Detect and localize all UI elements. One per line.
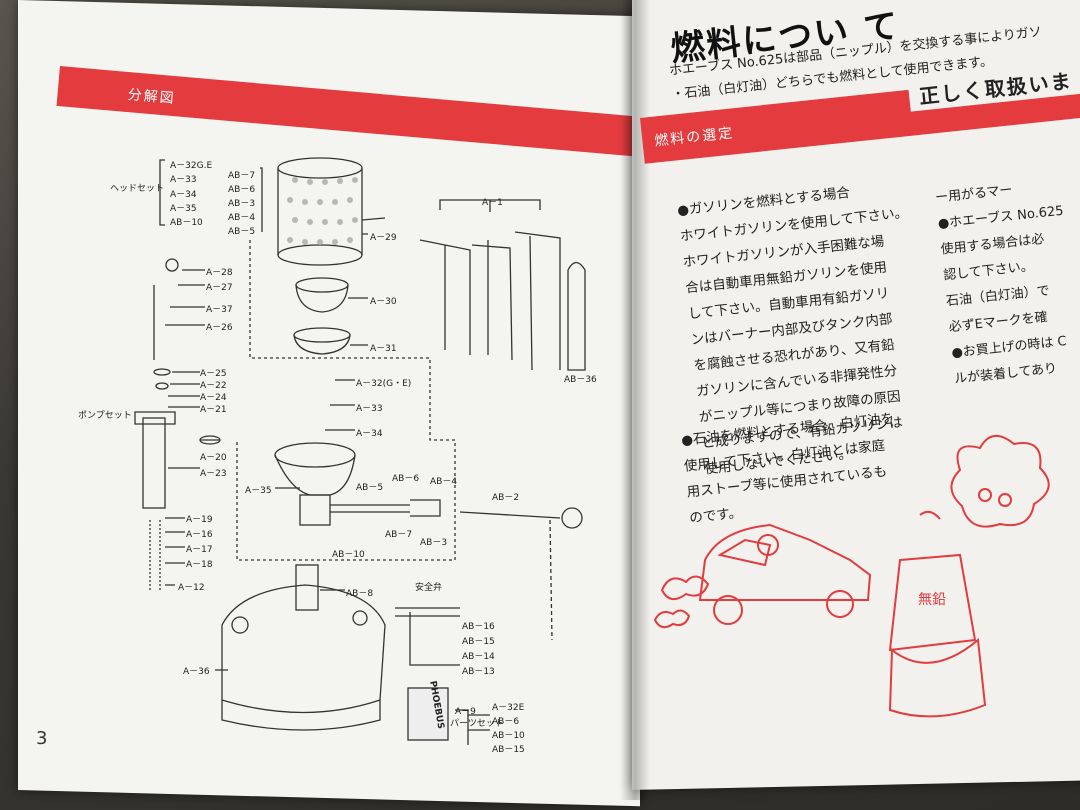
- part-a37: A－37: [206, 305, 233, 315]
- part-a32ge-nozzle: A－32(G・E): [356, 379, 412, 389]
- part-a27: A－27: [206, 283, 233, 293]
- part-a34: A－34: [170, 190, 197, 200]
- part-a23: A－23: [200, 469, 227, 479]
- part-a34-nozzle: A－34: [356, 429, 383, 439]
- part-a18: A－18: [186, 560, 213, 570]
- part-ab6: AB－6: [228, 185, 256, 195]
- part-a16: A－16: [186, 530, 213, 540]
- part-ab6-valve: AB－6: [392, 474, 420, 484]
- page-number: 3: [36, 728, 48, 749]
- parts-set-label: パーツセット: [450, 719, 504, 729]
- part-ab7: AB－7: [228, 171, 256, 181]
- safety-valve-label: 安全弁: [415, 583, 443, 593]
- part-a28: A－28: [206, 268, 233, 278]
- part-ab10-ring: AB－10: [332, 550, 365, 560]
- part-ab7-valve: AB－7: [385, 530, 413, 540]
- part-a33-nozzle: A－33: [356, 404, 383, 414]
- part-ab15: AB－15: [462, 637, 495, 647]
- part-a29: A－29: [370, 233, 397, 243]
- part-a35-burner: A－35: [245, 486, 272, 496]
- part-a21: A－21: [200, 405, 227, 415]
- part-a31: A－31: [370, 344, 397, 354]
- part-ab10: AB－10: [170, 218, 203, 228]
- part-ab15-set: AB－15: [492, 745, 525, 755]
- part-ab2: AB－2: [492, 493, 520, 503]
- head-set-label: ヘッドセット: [110, 184, 165, 194]
- part-a36: A－36: [183, 667, 210, 677]
- unleaded-label: 無鉛: [918, 592, 946, 608]
- part-ab16: AB－16: [462, 622, 495, 632]
- part-a20: A－20: [200, 453, 227, 463]
- part-a17: A－17: [186, 545, 213, 555]
- part-ab13: AB－13: [462, 667, 495, 677]
- part-a25: A－25: [200, 369, 227, 379]
- part-ab5: AB－5: [228, 227, 256, 237]
- part-ab8: AB－8: [346, 589, 374, 599]
- part-ab36: AB－36: [564, 375, 597, 385]
- part-a35: A－35: [170, 204, 197, 214]
- part-ab3-valve: AB－3: [420, 538, 448, 548]
- part-a9: A－9: [455, 707, 476, 717]
- pump-set-label: ポンプセット: [78, 411, 132, 421]
- part-a33: A－33: [170, 175, 197, 185]
- part-a1: A－1: [482, 198, 503, 208]
- part-a22: A－22: [200, 381, 227, 391]
- part-a24: A－24: [200, 393, 227, 403]
- part-ab5-valve: AB－5: [356, 483, 384, 493]
- part-ab6-set: AB－6: [492, 717, 520, 727]
- part-ab4-valve: AB－4: [430, 477, 458, 487]
- part-a32ge: A－32G.E: [170, 161, 213, 171]
- part-a12: A－12: [178, 583, 205, 593]
- part-ab4: AB－4: [228, 213, 256, 223]
- part-a30: A－30: [370, 297, 397, 307]
- part-ab3: AB－3: [228, 199, 256, 209]
- part-a32e: A－32E: [492, 703, 525, 713]
- part-a19: A－19: [186, 515, 213, 525]
- part-a26: A－26: [206, 323, 233, 333]
- part-ab10-set: AB－10: [492, 731, 525, 741]
- part-ab14: AB－14: [462, 652, 495, 662]
